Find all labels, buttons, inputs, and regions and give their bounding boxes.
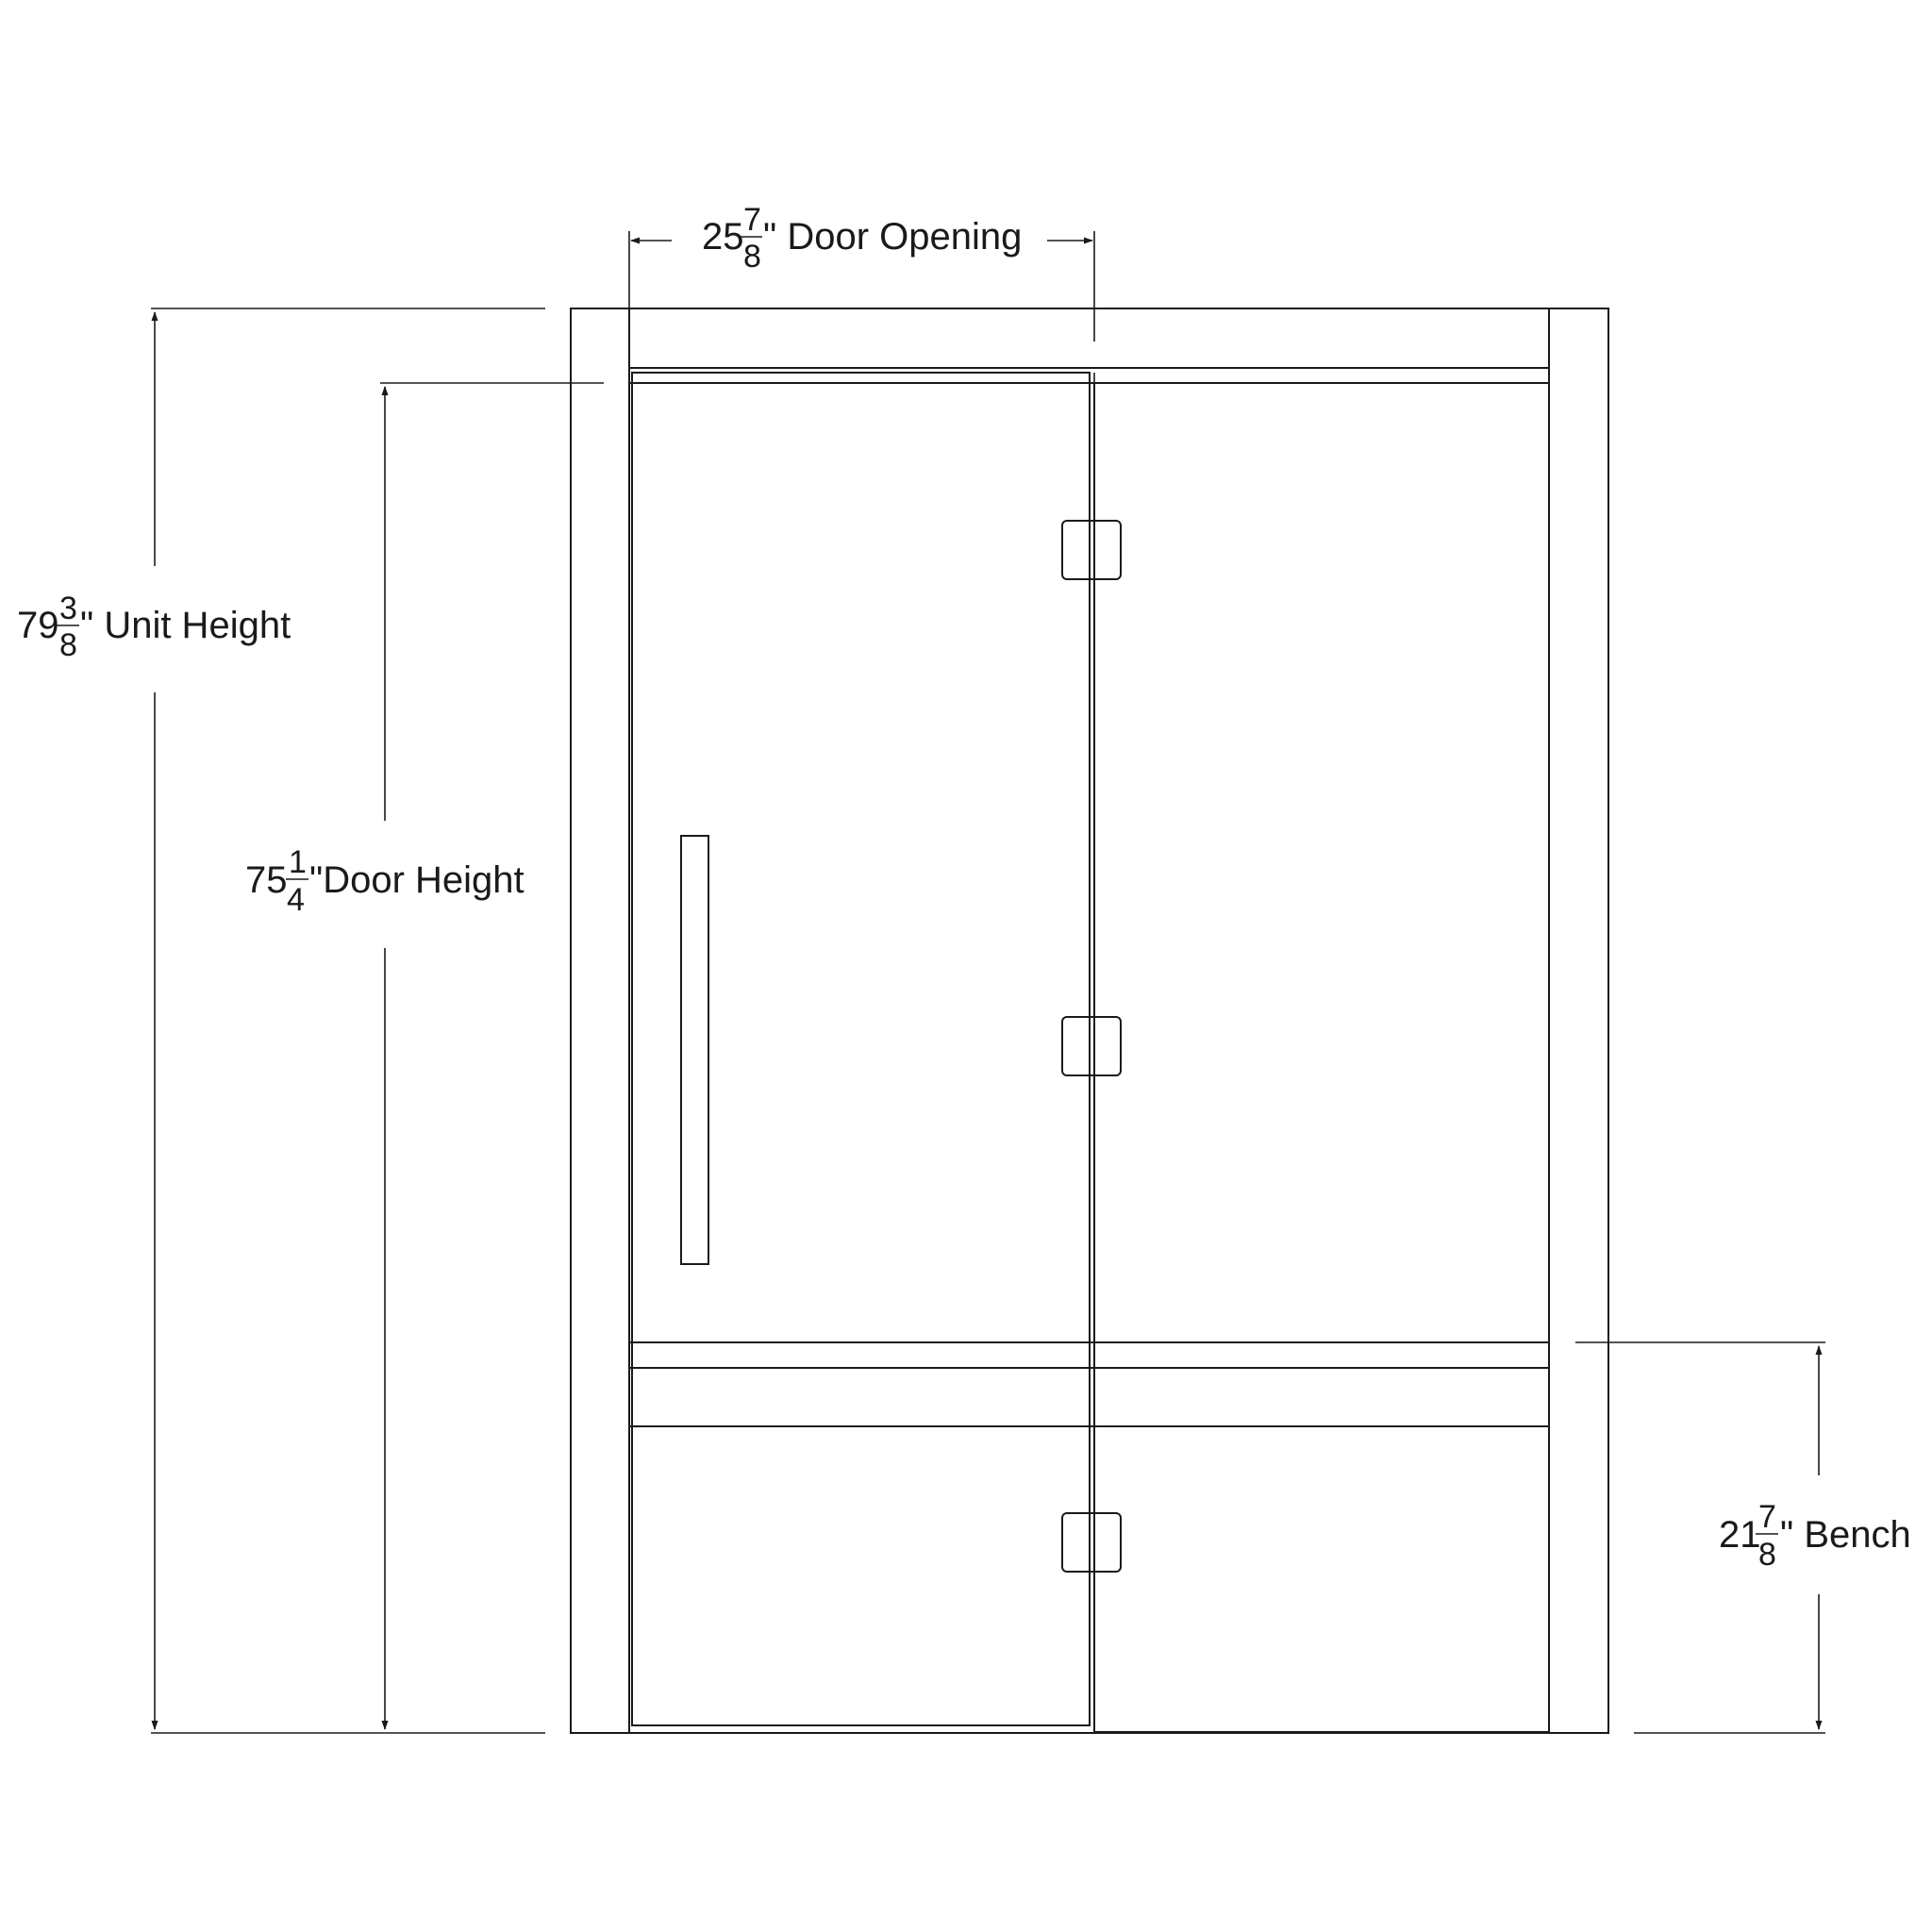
bench-suffix: " Bench [1780,1514,1911,1556]
door-height-numerator: 1 [289,844,307,880]
door-height-whole: 75 [245,859,288,901]
door-height-dimension: 75 1 4 "Door Height [245,382,604,1730]
fixed-panel [1093,382,1550,1733]
hinge-top [1061,520,1122,580]
door-opening-numerator: 7 [743,202,761,238]
hinges [1061,520,1122,1573]
bench-lines [629,1341,1549,1427]
bench-numerator: 7 [1758,1499,1776,1535]
frame-outline [570,308,1609,1734]
door-opening-whole: 25 [702,216,744,258]
door-panel [631,372,1095,1733]
bench-whole: 21 [1719,1514,1761,1556]
hinge-bottom [1061,1512,1122,1573]
fixed-glass [1093,382,1550,1733]
door-opening-suffix: " Door Opening [763,216,1022,258]
bench-dimension: 21 7 8 " Bench [1575,1341,1911,1734]
door-handle [680,835,709,1265]
unit-height-denominator: 8 [59,627,77,663]
unit-height-whole: 79 [17,605,59,646]
door-glass [631,372,1091,1726]
door-height-suffix: "Door Height [309,859,525,901]
door-height-denominator: 4 [287,882,305,918]
unit-height-dimension: 79 3 8 " Unit Height [17,308,545,1734]
unit-height-suffix: " Unit Height [80,605,291,646]
hinge-middle [1061,1016,1122,1076]
unit-height-numerator: 3 [59,591,77,626]
door-opening-denominator: 8 [743,239,761,275]
door-opening-dimension: 25 7 8 " Door Opening [628,202,1095,341]
bench-denominator: 8 [1758,1537,1776,1573]
